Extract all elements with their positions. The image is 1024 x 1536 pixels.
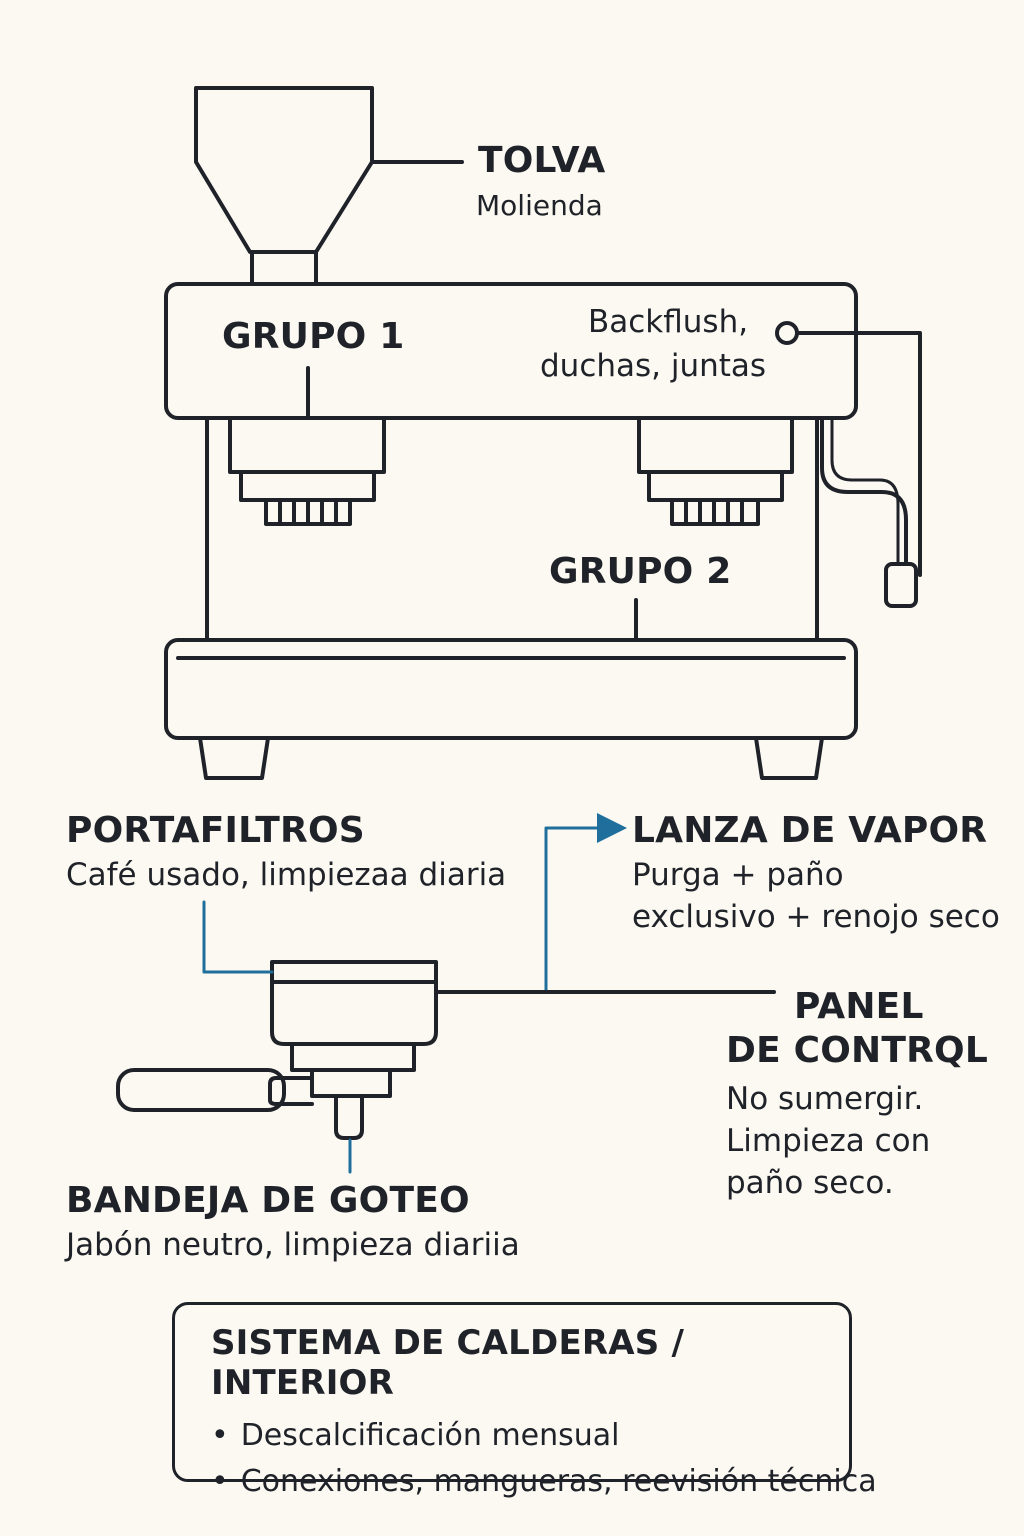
leader-lanza-arrow — [544, 813, 627, 994]
grupo2-label: GRUPO 2 — [549, 551, 732, 592]
group-head-1 — [228, 416, 386, 526]
foot-left — [198, 736, 270, 780]
boiler-system-box: SISTEMA DE CALDERAS / INTERIOR Descalcif… — [172, 1302, 877, 1499]
panel-line3: paño seco. — [726, 1165, 894, 1201]
bandeja-title: BANDEJA DE GOTEO — [66, 1180, 470, 1221]
leader-backflush — [795, 331, 922, 577]
boiler-title: SISTEMA DE CALDERAS / INTERIOR — [211, 1323, 685, 1403]
lanza-title: LANZA DE VAPOR — [632, 810, 988, 851]
boiler-list: Descalcificación mensual Conexiones, man… — [211, 1413, 877, 1505]
steam-wand — [820, 416, 908, 566]
panel-line1: No sumergir. — [726, 1081, 924, 1117]
indicator-dot — [775, 321, 799, 345]
steam-wand-inner — [830, 416, 900, 566]
foot-right — [754, 736, 824, 780]
leader-portafiltros — [202, 900, 274, 974]
panel-line2: Limpieza con — [726, 1123, 931, 1159]
backflush-line1: Backflush, — [588, 304, 749, 340]
portafiltros-subtitle: Café usado, limpiezaa diaria — [66, 857, 507, 893]
drip-tray-base — [164, 638, 858, 740]
portafilter-shape — [116, 960, 438, 1140]
boiler-item: Conexiones, mangueras, reevisión técnica — [211, 1459, 877, 1505]
tolva-title: TOLVA — [478, 140, 606, 181]
steam-wand-tip — [884, 562, 918, 608]
machine-top-panel — [164, 282, 858, 420]
backflush-line2: duchas, juntas — [540, 348, 767, 384]
bandeja-subtitle: Jabón neutro, limpieza diariia — [66, 1227, 520, 1263]
panel-title-line1: PANEL — [794, 986, 924, 1027]
lanza-line1: Purga + paño — [632, 857, 844, 893]
tolva-subtitle: Molienda — [476, 189, 603, 222]
grupo1-label: GRUPO 1 — [222, 316, 405, 357]
group-head-2 — [637, 416, 794, 526]
panel-title-line2: DE CONTRQL — [726, 1030, 988, 1071]
boiler-item: Descalcificación mensual — [211, 1413, 849, 1459]
portafiltros-title: PORTAFILTROS — [66, 810, 365, 851]
lanza-line2: exclusivo + renojo seco — [632, 899, 1000, 935]
hopper-shape — [194, 86, 374, 286]
